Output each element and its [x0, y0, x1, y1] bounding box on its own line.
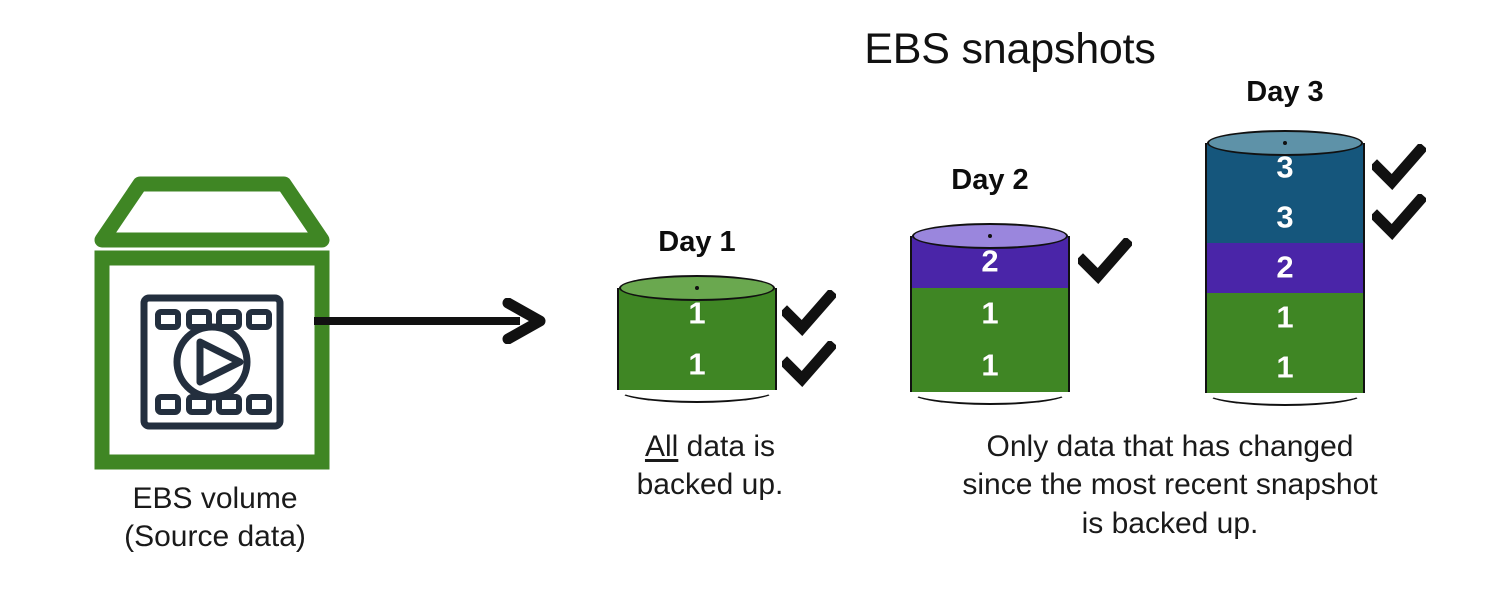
day1-caption: All data is backed up. [600, 428, 820, 505]
snapshot-segment[interactable]: 1 [909, 288, 1070, 353]
segment-value: 1 [688, 294, 706, 330]
checkmark-icon [1075, 236, 1134, 285]
page-title: EBS snapshots [864, 25, 1156, 73]
pinhole-dot [695, 286, 699, 290]
snapshot-segment[interactable]: 1 [616, 339, 777, 403]
segment-value: 1 [1276, 349, 1294, 385]
ebs-volume-icon [88, 170, 336, 475]
incremental-caption: Only data that has changed since the mos… [885, 428, 1455, 543]
day-label-day-2: Day 2 [951, 164, 1029, 196]
snapshot-segment[interactable]: 1 [1204, 293, 1365, 356]
segment-value: 3 [1276, 199, 1294, 235]
checkmark-icon [779, 287, 838, 336]
ebs-volume-media-icon [94, 176, 330, 470]
incremental-caption-line2: since the most recent snapshot [962, 468, 1378, 502]
snapshot-segment[interactable]: 2 [1204, 243, 1365, 306]
segment-value: 1 [1276, 299, 1294, 335]
segment-value: 1 [981, 295, 999, 331]
day1-caption-line1: All data is [600, 428, 820, 466]
pinhole-dot [1283, 141, 1287, 145]
segment-value: 3 [1276, 149, 1294, 185]
flow-arrow-icon [314, 297, 546, 345]
ebs-caption-line1: EBS volume [132, 482, 298, 515]
day-label-day-3: Day 3 [1246, 76, 1324, 108]
snapshot-segment[interactable]: 2 [909, 236, 1070, 301]
caption-rest: data is [678, 430, 776, 463]
ebs-volume-caption: EBS volume (Source data) [50, 480, 380, 555]
ebs-caption-line2: (Source data) [124, 519, 306, 553]
snapshot-segment[interactable]: 1 [1204, 343, 1365, 406]
segment-value: 1 [981, 347, 999, 383]
snapshot-segment[interactable]: 3 [1204, 193, 1365, 256]
cylinder-day-2[interactable]: 2 1 1 [909, 223, 1070, 405]
checkmark-icon [1369, 192, 1428, 241]
day1-caption-line2: backed up. [636, 468, 784, 502]
flow-arrow [312, 297, 552, 345]
checkmark-icon [779, 338, 838, 387]
caption-emphasis: All [644, 430, 679, 463]
day-label-day-1: Day 1 [658, 226, 736, 258]
segment-value: 2 [1276, 249, 1294, 285]
incremental-caption-line3: is backed up. [1081, 506, 1259, 540]
cylinder-top-day-2 [912, 223, 1068, 249]
snapshot-segment[interactable]: 1 [616, 288, 777, 352]
cylinder-top-day-1 [619, 275, 775, 301]
cylinder-top-day-3 [1207, 130, 1363, 156]
incremental-caption-line1: Only data that has changed [986, 430, 1354, 463]
segment-value: 1 [688, 345, 706, 381]
snapshot-segment[interactable]: 1 [909, 340, 1070, 405]
pinhole-dot [988, 234, 992, 238]
segment-value: 2 [981, 243, 999, 279]
checkmark-icon [1369, 142, 1428, 191]
snapshot-segment[interactable]: 3 [1204, 143, 1365, 206]
cylinder-day-3[interactable]: 3 3 2 1 1 [1204, 130, 1365, 406]
